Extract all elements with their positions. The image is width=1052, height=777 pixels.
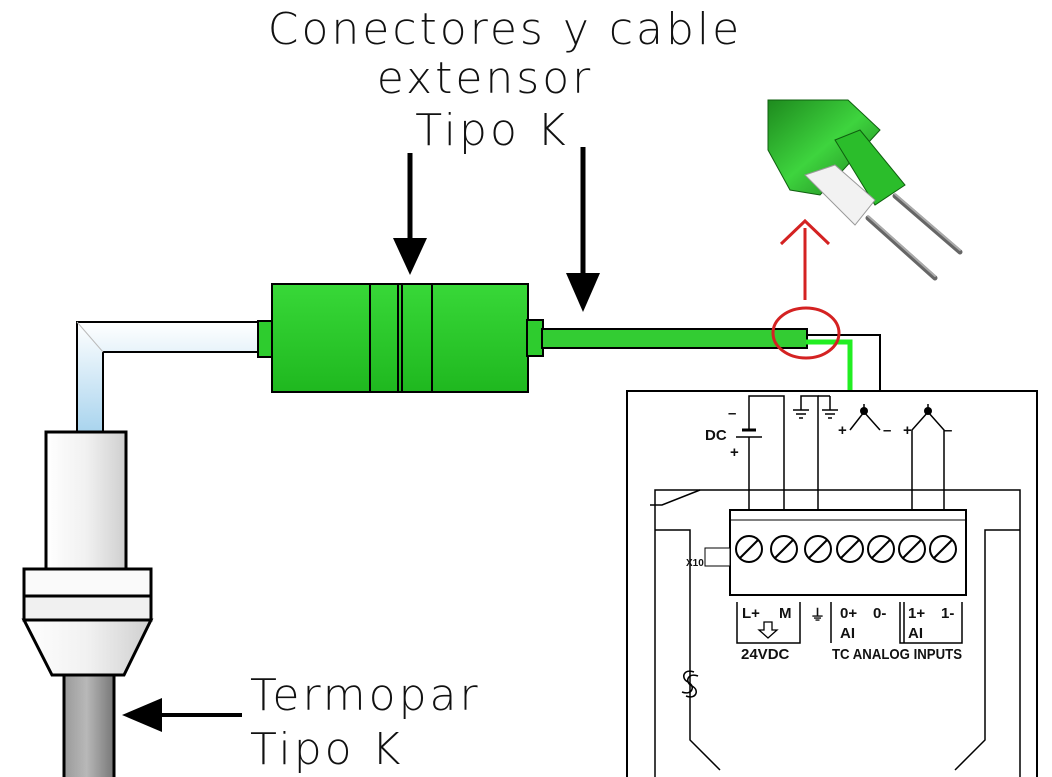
ai-label-0: AI — [840, 625, 855, 642]
plc-analog-module: X10 — [626, 390, 1038, 777]
left-arrow-icon — [122, 698, 242, 732]
dc-plus: + — [730, 444, 739, 461]
down-arrow-icon — [393, 153, 427, 275]
down-arrow-icon — [757, 621, 779, 639]
terminal-label-lplus: L+ — [742, 605, 760, 622]
terminal-label-ground: ⏚ — [810, 607, 825, 624]
tc1-minus: – — [944, 422, 952, 439]
terminal-screw — [836, 535, 864, 563]
title-line-1: Conectores y cable — [268, 4, 742, 55]
dc-minus: – — [728, 405, 736, 422]
type-k-connector — [257, 283, 544, 393]
terminal-label-m: M — [779, 605, 792, 622]
terminal-screw — [929, 535, 957, 563]
terminal-screw — [867, 535, 895, 563]
footer-24vdc: 24VDC — [741, 646, 790, 663]
ground-icon — [822, 409, 838, 419]
title-label: Conectores y cable extensor Tipo K — [268, 4, 742, 156]
terminal-screw — [735, 535, 763, 563]
thermo-line-2: Tipo K — [250, 724, 403, 775]
ground-icon — [793, 409, 809, 419]
thermocouple-probe — [21, 321, 269, 777]
cable-end-highlight — [771, 306, 841, 360]
dc-label: DC — [705, 427, 727, 444]
terminal-screws — [735, 535, 957, 563]
terminal-screw — [898, 535, 926, 563]
footer-tc-analog-inputs: TC ANALOG INPUTS — [832, 646, 962, 663]
terminal-screw — [770, 535, 798, 563]
cable-end-inset — [767, 99, 963, 281]
terminal-label-1plus: 1+ — [908, 605, 925, 622]
down-arrow-icon — [566, 147, 600, 312]
terminal-label-1minus: 1- — [941, 605, 954, 622]
extension-cable — [541, 328, 881, 510]
up-arrow-icon — [779, 218, 831, 300]
thermo-line-1: Termopar — [250, 670, 481, 721]
title-line-2: extensor — [377, 53, 593, 104]
tc1-plus: + — [903, 422, 912, 439]
thermocouple-label: Termopar Tipo K — [250, 670, 481, 775]
terminal-label-0plus: 0+ — [840, 605, 857, 622]
terminal-label-0minus: 0- — [873, 605, 886, 622]
title-line-3: Tipo K — [415, 105, 568, 156]
terminal-block-label: X10 — [686, 558, 704, 569]
tc0-minus: – — [883, 422, 891, 439]
terminal-label-strip: L+ M ⏚ 0+ 0- 1+ 1- AI AI 24VDC TC ANALOG… — [736, 602, 963, 663]
terminal-screw — [804, 535, 832, 563]
tc0-plus: + — [838, 422, 847, 439]
siemens-s-logo-icon — [681, 670, 699, 698]
ai-label-1: AI — [908, 625, 923, 642]
